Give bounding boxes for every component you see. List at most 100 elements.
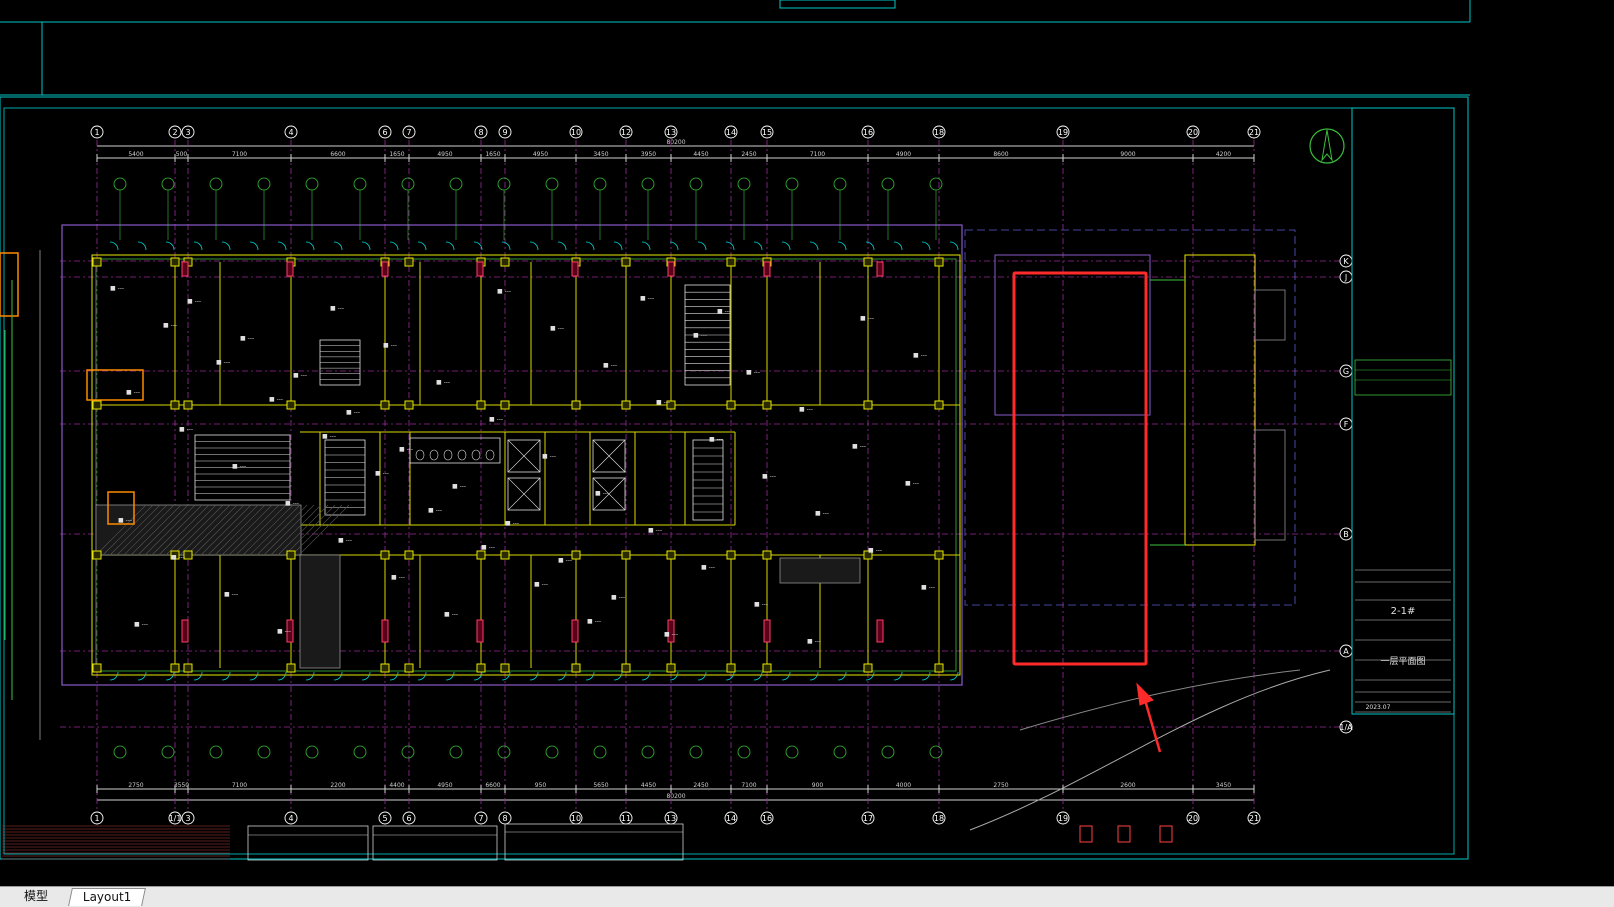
door-swing <box>921 241 931 251</box>
structural-column <box>571 400 581 410</box>
toilet-block <box>409 437 501 464</box>
room-annotation: ■ --- <box>134 621 148 628</box>
leader-bubble <box>449 177 463 191</box>
leader-bubble <box>257 745 271 759</box>
structural-column <box>170 663 180 673</box>
room-annotation: ■ --- <box>240 335 254 342</box>
structural-column <box>726 257 736 267</box>
legend-symbol <box>1117 825 1131 843</box>
door-swing <box>109 241 119 251</box>
door-swing <box>725 241 735 251</box>
dim-text-top: 7100 <box>232 151 247 158</box>
hatch-line <box>151 504 203 556</box>
room-annotation: ■ --- <box>497 288 511 295</box>
sheet-border <box>0 96 1469 860</box>
structural-column <box>404 663 414 673</box>
axis-label-top: 4 <box>288 128 293 137</box>
leader-bubble <box>113 177 127 191</box>
dim-text-top: 4950 <box>437 151 452 158</box>
axis-bubble-top <box>1056 125 1070 139</box>
tab-model[interactable]: 模型 <box>12 888 61 905</box>
room-annotation: ■ --- <box>338 537 352 544</box>
axis-bubble-bottom <box>724 811 738 825</box>
legend-symbol <box>1159 825 1173 843</box>
hatch-line <box>291 504 343 556</box>
axis-bubble-right <box>1339 720 1353 734</box>
door-swing <box>613 671 623 681</box>
door-swing <box>193 241 203 251</box>
door-swing <box>837 241 847 251</box>
door-swing <box>389 671 399 681</box>
door-swing <box>753 241 763 251</box>
axis-bubble-bottom <box>1186 811 1200 825</box>
hatch-line <box>109 504 161 556</box>
room-annotation: ■ --- <box>603 362 617 369</box>
leader-bubble <box>929 177 943 191</box>
structural-column <box>170 400 180 410</box>
axis-label-top: 1 <box>94 128 99 137</box>
axis-label-right: B <box>1343 530 1349 539</box>
room-annotation: ■ --- <box>126 389 140 396</box>
tab-layout1[interactable]: Layout1 <box>68 888 147 906</box>
room-annotation: ■ --- <box>269 396 283 403</box>
hatch-line <box>263 504 315 556</box>
leader-bubble <box>785 745 799 759</box>
dim-text-top: 3450 <box>593 151 608 158</box>
hatch-line <box>284 504 336 556</box>
structural-column <box>934 550 944 560</box>
structural-column <box>863 663 873 673</box>
pipe-marker <box>763 261 771 277</box>
leader-bubble <box>737 177 751 191</box>
dim-text-top: 6600 <box>330 151 345 158</box>
room-annotation: ■ --- <box>399 446 413 453</box>
hatch-line <box>207 504 259 556</box>
leader-bubble <box>689 177 703 191</box>
site-curve <box>969 669 1331 831</box>
axis-label-top: 13 <box>666 128 676 137</box>
room-annotation: ■ --- <box>277 628 291 635</box>
room-annotation: ■ --- <box>640 295 654 302</box>
structural-column <box>571 663 581 673</box>
axis-bubble-top <box>168 125 182 139</box>
axis-bubble-top <box>619 125 633 139</box>
dim-text-bottom: 2750 <box>128 782 143 789</box>
elevator-shaft <box>507 439 541 473</box>
structural-column <box>726 663 736 673</box>
dim-text-bottom: 5650 <box>593 782 608 789</box>
axis-label-top: 8 <box>478 128 483 137</box>
orange-highlight-box <box>86 369 144 401</box>
dim-text-top: 1650 <box>389 151 404 158</box>
axis-bubble-bottom <box>90 811 104 825</box>
door-swing <box>305 241 315 251</box>
axis-label-top: 20 <box>1188 128 1198 137</box>
axis-label-bottom: 11 <box>621 814 631 823</box>
toilet-fixture <box>429 449 439 461</box>
door-swing <box>333 671 343 681</box>
axis-bubble-bottom <box>932 811 946 825</box>
axis-label-bottom: 1/1 <box>169 814 182 823</box>
dim-text-top: 8600 <box>993 151 1008 158</box>
room-annotation: ■ --- <box>746 369 760 376</box>
room-annotation: ■ --- <box>693 332 707 339</box>
axis-label-bottom: 10 <box>571 814 581 823</box>
dim-text-bottom: 3450 <box>1216 782 1231 789</box>
title-block-frame <box>1351 107 1455 715</box>
leader-bubble <box>785 177 799 191</box>
structural-column <box>404 550 414 560</box>
door-swing <box>921 671 931 681</box>
dim-text-top: 1650 <box>485 151 500 158</box>
leader-bubble <box>449 745 463 759</box>
room-annotation: ■ --- <box>187 298 201 305</box>
room-annotation: ■ --- <box>163 322 177 329</box>
structural-column <box>183 550 193 560</box>
door-swing <box>949 671 959 681</box>
hatch-line <box>221 504 273 556</box>
title-block-date: 2023.07 <box>1366 704 1391 711</box>
axis-label-right: K <box>1343 257 1349 266</box>
dim-text-total-bottom: 80200 <box>666 793 685 800</box>
pipe-marker <box>667 619 675 643</box>
legend-symbol <box>1079 825 1093 843</box>
leader-bubble <box>257 177 271 191</box>
room-annotation: ■ --- <box>717 308 731 315</box>
